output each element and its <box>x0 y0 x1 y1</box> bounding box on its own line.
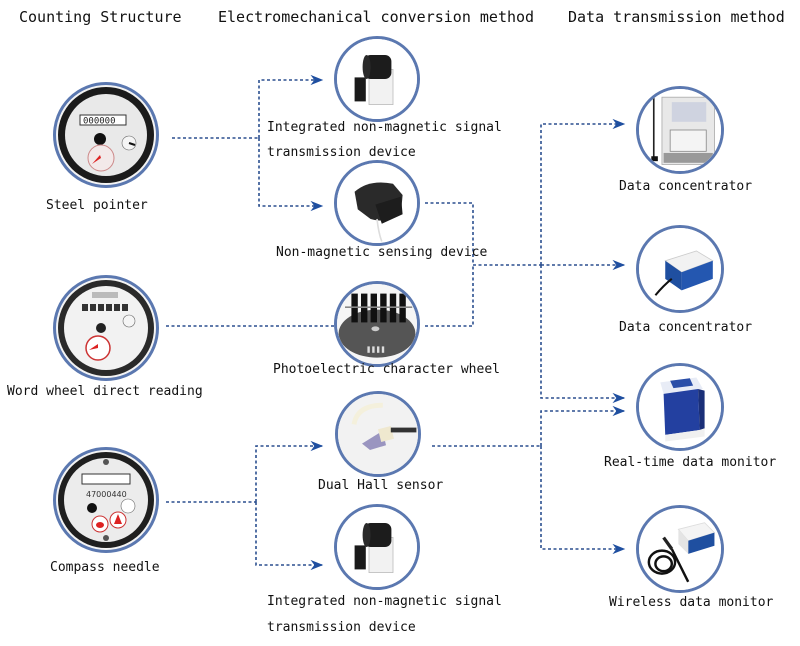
link-hall-to-realtime <box>540 405 626 446</box>
realtime-data-monitor-label: Real-time data monitor <box>604 455 777 470</box>
svg-text:47000440: 47000440 <box>86 490 127 499</box>
link-photoelectric-to-bus <box>425 265 474 327</box>
header-conversion-method: Electromechanical conversion method <box>218 8 535 26</box>
integrated-transmission-node-1[interactable] <box>334 36 420 122</box>
realtime-data-monitor-node[interactable] <box>636 363 724 451</box>
steel-pointer-label: Steel pointer <box>46 198 148 213</box>
wireless-data-monitor-label: Wireless data monitor <box>609 595 774 610</box>
integrated-transmission-label-1-line2: transmission device <box>267 145 416 160</box>
non-magnetic-sensing-label: Non-magnetic sensing device <box>276 245 488 260</box>
wireless-data-monitor-node[interactable] <box>636 505 724 593</box>
link-junction-to-hall <box>255 440 324 502</box>
svg-text:000000: 000000 <box>83 117 116 127</box>
header-transmission-method: Data transmission method <box>568 8 785 26</box>
compass-needle-label: Compass needle <box>50 560 160 575</box>
word-wheel-label: Word wheel direct reading <box>7 384 203 399</box>
integrated-transmission-node-2[interactable] <box>334 504 420 590</box>
water-meter-compass-icon: 47000440 <box>58 452 154 548</box>
water-meter-word-wheel-icon <box>58 280 154 376</box>
signal-transmission-device-icon <box>337 39 417 119</box>
integrated-transmission-label-1-line1: Integrated non-magnetic signal <box>267 120 502 135</box>
signal-transmission-device-icon <box>337 507 417 587</box>
data-concentrator-node-1[interactable] <box>636 86 724 174</box>
dual-hall-sensor-node[interactable] <box>335 391 421 477</box>
link-junction-to-integrated-2 <box>255 502 324 571</box>
dual-hall-sensor-label: Dual Hall sensor <box>318 478 444 493</box>
non-magnetic-sensing-node[interactable] <box>334 160 420 246</box>
link-bus-to-realtime <box>540 265 626 404</box>
compass-needle-node[interactable]: 47000440 <box>53 447 159 553</box>
non-magnetic-sensor-icon <box>337 163 417 243</box>
link-bus-to-concentrator-1 <box>540 118 626 265</box>
data-concentrator-antenna-icon <box>639 89 721 171</box>
data-concentrator-box-icon <box>639 228 721 310</box>
steel-pointer-node[interactable]: 000000 <box>53 82 159 188</box>
word-wheel-node[interactable] <box>53 275 159 381</box>
photoelectric-wheel-label: Photoelectric character wheel <box>273 362 500 377</box>
integrated-transmission-label-2-line1: Integrated non-magnetic signal <box>267 594 502 609</box>
data-concentrator-label-2: Data concentrator <box>619 320 753 335</box>
water-meter-steel-pointer-icon: 000000 <box>58 87 154 183</box>
hall-sensor-icon <box>338 394 418 474</box>
data-concentrator-label-1: Data concentrator <box>619 179 753 194</box>
data-concentrator-node-2[interactable] <box>636 225 724 313</box>
photoelectric-wheel-icon <box>337 284 417 364</box>
photoelectric-wheel-node[interactable] <box>334 281 420 367</box>
realtime-monitor-icon <box>639 366 721 448</box>
wireless-monitor-icon <box>639 508 721 590</box>
header-counting-structure: Counting Structure <box>19 8 182 26</box>
integrated-transmission-label-2-line2: transmission device <box>267 620 416 635</box>
